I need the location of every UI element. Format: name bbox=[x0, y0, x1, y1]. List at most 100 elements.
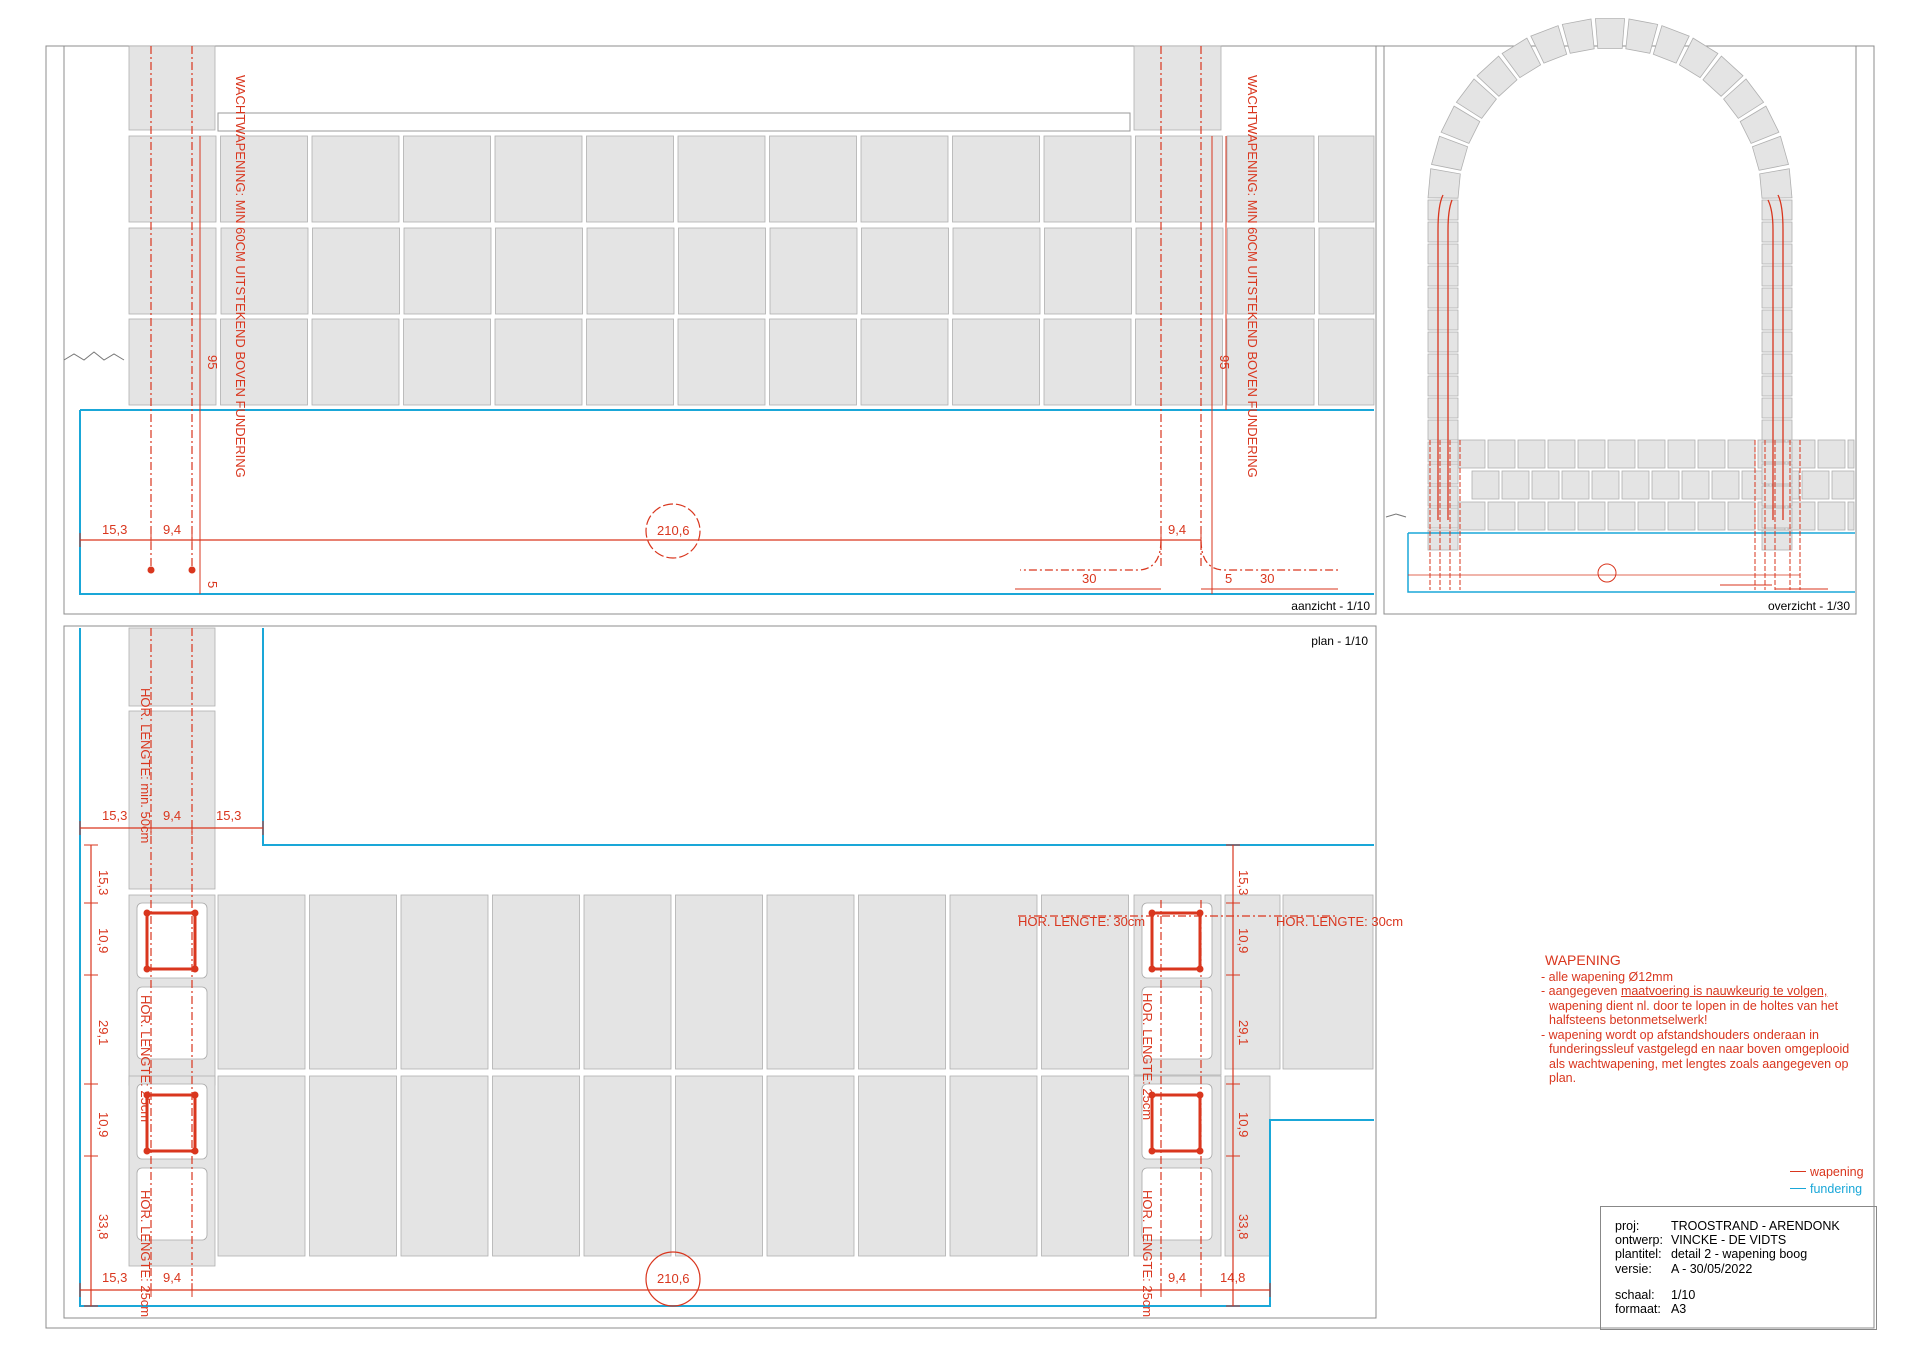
plan-wall-block bbox=[949, 894, 1038, 1070]
plan-wall-block bbox=[1041, 894, 1129, 1070]
rebar-hook-right bbox=[1200, 539, 1338, 571]
dim-30-right: 30 bbox=[1260, 571, 1274, 586]
rebar-end-dot bbox=[147, 566, 155, 574]
dim-15-3-vert-left: 15,3 bbox=[96, 870, 111, 895]
plan-wall-block bbox=[766, 894, 855, 1070]
plan-wall-block bbox=[858, 1075, 946, 1257]
overzicht-block bbox=[1847, 501, 1855, 531]
tb-formaat: A3 bbox=[1670, 1302, 1687, 1317]
overzicht-pier-block bbox=[1427, 441, 1459, 463]
arch-voussoir bbox=[1652, 25, 1690, 64]
plan-rebar-bar bbox=[191, 1091, 199, 1099]
overzicht-rebar bbox=[1437, 194, 1444, 520]
plan-wall-block bbox=[309, 894, 397, 1070]
overzicht-rebar bbox=[1777, 194, 1784, 520]
note-3: - wapening wordt op afstandshouders onde… bbox=[1541, 1027, 1850, 1086]
overzicht-block bbox=[1787, 501, 1816, 531]
overzicht-pier-block bbox=[1427, 485, 1459, 507]
dim-29-1-vert-left: 29,1 bbox=[96, 1020, 111, 1045]
dim-95-right: 95 bbox=[1217, 355, 1232, 369]
overzicht-block bbox=[1817, 501, 1846, 531]
overzicht-block bbox=[1607, 501, 1636, 531]
arch-voussoir bbox=[1430, 135, 1469, 171]
plan-wall-block bbox=[583, 894, 672, 1070]
dim-10-9-vert-left-a: 10,9 bbox=[96, 928, 111, 953]
overzicht-pier-block bbox=[1761, 265, 1793, 287]
pier-block-left-top bbox=[128, 45, 216, 131]
arch-voussoir bbox=[1723, 78, 1765, 119]
plan-hollow bbox=[1141, 1083, 1213, 1160]
overzicht-block bbox=[1531, 470, 1560, 500]
overzicht-blocks bbox=[1427, 18, 1855, 551]
masonry-block bbox=[220, 135, 308, 223]
note-2-a: - aangegeven bbox=[1541, 984, 1621, 998]
title-block: proj: TROOSTRAND - ARENDONK ontwerp: VINCK… bbox=[1600, 1206, 1877, 1330]
plan-rebar-bar bbox=[143, 1147, 151, 1155]
hor-lengte-25-bl: HOR. LENGTE: 25cm bbox=[138, 1190, 153, 1317]
masonry-block bbox=[1226, 318, 1315, 406]
hor-lengte-30-right: HOR. LENGTE: 30cm bbox=[1276, 914, 1403, 929]
ground-mark-overzicht bbox=[1385, 513, 1407, 518]
overzicht-block bbox=[1637, 501, 1666, 531]
masonry-block bbox=[586, 227, 675, 315]
plan-wall-block bbox=[583, 1075, 672, 1257]
masonry-block bbox=[128, 318, 217, 406]
tb-proj-label: proj: bbox=[1615, 1219, 1640, 1233]
plan-wall-block bbox=[492, 1075, 580, 1257]
overzicht-block bbox=[1457, 439, 1486, 469]
fundering-plan bbox=[79, 628, 1374, 1307]
rebar-hook-left bbox=[1020, 539, 1162, 571]
dim-210-6-aanzicht: 210,6 bbox=[657, 523, 690, 538]
tb-ontwerp-label: ontwerp: bbox=[1615, 1233, 1663, 1248]
tb-ontwerp: VINCKE - DE VIDTS bbox=[1670, 1233, 1787, 1248]
overzicht-pier-block bbox=[1761, 287, 1793, 309]
tb-proj: TROOSTRAND - ARENDONK bbox=[1670, 1219, 1840, 1233]
plan-hollow bbox=[136, 1083, 208, 1160]
overzicht-pier-block bbox=[1761, 199, 1793, 221]
capping-outline bbox=[217, 112, 1131, 132]
overzicht-block bbox=[1787, 439, 1816, 469]
plan-hollow bbox=[136, 902, 208, 979]
hor-lengte-25-tl: HOR. LENGTE: 25cm bbox=[138, 995, 153, 1122]
overzicht-pier-block bbox=[1427, 309, 1459, 331]
aanzicht-title: aanzicht - 1/10 bbox=[1291, 599, 1370, 613]
legend-fundering: fundering bbox=[1790, 1180, 1864, 1197]
overzicht-pier-block bbox=[1761, 353, 1793, 375]
plan-wall-block bbox=[1041, 1075, 1129, 1257]
overzicht-pier-block bbox=[1427, 221, 1459, 243]
plan-dim-circle-210-6 bbox=[645, 1251, 701, 1307]
plan-hollow bbox=[1141, 986, 1213, 1060]
overzicht-block bbox=[1487, 501, 1516, 531]
dim-circle-210-6 bbox=[645, 503, 701, 559]
plan-rebar-stirrup bbox=[1150, 911, 1202, 971]
dim-9-4-aanzicht-right: 9,4 bbox=[1168, 522, 1186, 537]
dim-9-4-plan-top: 9,4 bbox=[163, 808, 181, 823]
plan-wall-block bbox=[675, 894, 763, 1070]
overzicht-pier-block bbox=[1427, 463, 1459, 485]
plan-rebar-stirrup bbox=[145, 911, 197, 971]
arch-voussoir bbox=[1501, 37, 1542, 79]
overzicht-block bbox=[1591, 470, 1620, 500]
tb-schaal-label: schaal: bbox=[1615, 1287, 1655, 1302]
overzicht-pier-block bbox=[1761, 243, 1793, 265]
masonry-block bbox=[494, 135, 583, 223]
overzicht-dim-circle bbox=[1597, 563, 1617, 583]
plan-rebar-bar bbox=[1148, 909, 1156, 917]
overzicht-pier-block bbox=[1427, 287, 1459, 309]
overzicht-pier-block bbox=[1427, 243, 1459, 265]
plan-wall-block bbox=[492, 894, 580, 1070]
arch-voussoir bbox=[1476, 55, 1518, 97]
overzicht-pier-block bbox=[1761, 331, 1793, 353]
dim-5-left: 5 bbox=[205, 581, 220, 588]
dim-30-left: 30 bbox=[1082, 571, 1096, 586]
dim-15-3-plan-top-a: 15,3 bbox=[102, 808, 127, 823]
masonry-block bbox=[677, 135, 766, 223]
masonry-block bbox=[1043, 135, 1132, 223]
plan-hollow bbox=[1141, 1167, 1213, 1241]
overzicht-block bbox=[1607, 439, 1636, 469]
legend-fundering-label: fundering bbox=[1810, 1181, 1863, 1196]
dim-9-4-plan-bottom-left: 9,4 bbox=[163, 1270, 181, 1285]
arch-voussoir bbox=[1759, 168, 1793, 199]
ground-mark bbox=[63, 351, 125, 361]
